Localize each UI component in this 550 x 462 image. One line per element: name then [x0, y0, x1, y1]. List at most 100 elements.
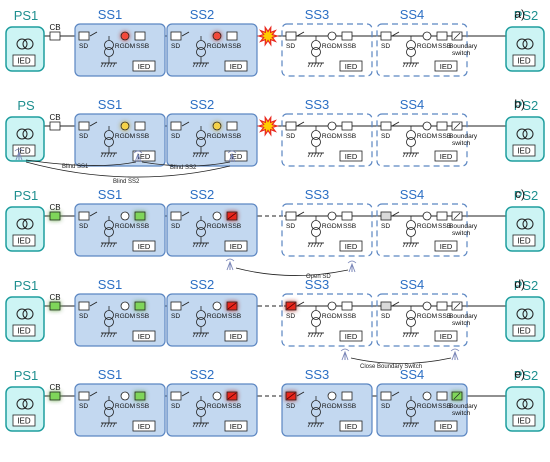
ground-icon — [100, 332, 104, 338]
ssb-label: SSB — [343, 403, 357, 410]
transformer-icon — [406, 227, 416, 237]
transformer-icon — [104, 310, 114, 320]
ground-icon — [414, 242, 418, 248]
ground-icon — [402, 332, 406, 338]
transformer-icon — [406, 40, 416, 50]
sd-label: SD — [381, 133, 390, 140]
ied-label: IED — [517, 57, 531, 66]
transformer-icon — [522, 38, 534, 50]
transformer-icon — [16, 38, 28, 50]
transformer-icon — [516, 218, 528, 230]
cb-label: CB — [49, 293, 60, 302]
transformer-icon — [406, 130, 416, 140]
rgdm-sensor-icon — [120, 301, 130, 311]
rgdm-label: RGDM — [417, 43, 437, 50]
substation-label: SS2 — [190, 277, 215, 292]
transformer-icon — [196, 137, 206, 147]
substation-box — [376, 23, 468, 77]
ground-icon — [408, 62, 412, 68]
fault-icon — [256, 115, 280, 137]
sd-switch — [170, 301, 182, 311]
ssb-label: SSB — [438, 223, 452, 230]
transformer-icon — [104, 220, 114, 230]
disconnector-icon — [89, 301, 98, 307]
rgdm-sensor-icon — [120, 121, 130, 131]
rgdm-label: RGDM — [322, 43, 342, 50]
ground-icon — [405, 62, 409, 68]
transformer-icon — [516, 128, 528, 140]
ssb-label: SSB — [136, 133, 150, 140]
rgdm-label: RGDM — [115, 43, 135, 50]
ssb-switch — [341, 391, 353, 401]
cb-label: CB — [49, 23, 60, 32]
ground-icon — [109, 242, 113, 248]
ground-icon — [411, 152, 415, 158]
ied-label: IED — [345, 332, 358, 341]
ps-label: PS1 — [14, 368, 39, 383]
ssb-label: SSB — [438, 133, 452, 140]
ied-box — [12, 324, 36, 337]
rgdm-label: RGDM — [417, 133, 437, 140]
boundary-label: switch — [452, 50, 471, 57]
ground-icon — [405, 242, 409, 248]
boundary-label: switch — [452, 410, 471, 417]
note-label: Blind SS1 — [62, 164, 89, 170]
transformer-icon — [522, 308, 534, 320]
ied-box — [132, 150, 156, 162]
ground-icon — [100, 152, 104, 158]
ground-icon — [195, 62, 199, 68]
ground-icon — [310, 422, 314, 428]
ied-label: IED — [17, 237, 31, 246]
ground-icon — [402, 242, 406, 248]
transformer-icon — [104, 227, 114, 237]
ground-icon — [112, 332, 116, 338]
ied-label: IED — [440, 332, 453, 341]
substation-label: SS2 — [190, 367, 215, 382]
ssb-label: SSB — [438, 403, 452, 410]
disconnector-icon — [89, 121, 98, 127]
transformer-icon — [406, 220, 416, 230]
ied-box — [224, 240, 248, 252]
disconnector-icon — [181, 301, 190, 307]
note-label: Close Boundary Switch — [360, 364, 422, 370]
disconnector-icon — [181, 391, 190, 397]
antenna-icon — [341, 350, 349, 361]
ied-box — [224, 420, 248, 432]
ground-icon — [195, 242, 199, 248]
transformer-icon — [16, 218, 28, 230]
rgdm-sensor-icon — [212, 31, 222, 41]
rgdm-sensor-icon — [327, 31, 337, 41]
ground-icon — [313, 332, 317, 338]
ssb-switch — [436, 391, 448, 401]
ground-icon — [109, 422, 113, 428]
rgdm-sensor-icon — [212, 391, 222, 401]
ground-icon — [106, 242, 110, 248]
transformer-icon — [196, 220, 206, 230]
boundary-switch-slash — [453, 32, 461, 40]
ssb-switch — [341, 121, 353, 131]
ps-label: PS1 — [14, 8, 39, 23]
transformer-icon — [311, 310, 321, 320]
antenna-icon — [226, 260, 234, 271]
rgdm-label: RGDM — [417, 223, 437, 230]
ground-icon — [310, 242, 314, 248]
rgdm-sensor-icon — [212, 301, 222, 311]
ied-label: IED — [138, 422, 151, 431]
transformer-icon — [22, 38, 34, 50]
note-label: Open SD — [306, 274, 331, 280]
rgdm-sensor-icon — [327, 121, 337, 131]
ssb-label: SSB — [343, 43, 357, 50]
sd-label: SD — [286, 223, 295, 230]
ied-box — [12, 414, 36, 427]
transformer-icon — [516, 308, 528, 320]
ground-icon — [192, 62, 196, 68]
ground-icon — [405, 422, 409, 428]
substation-label: SS3 — [305, 277, 330, 292]
substation-box — [376, 293, 468, 347]
antenna-icon — [227, 150, 237, 154]
ied-box — [12, 54, 36, 67]
disconnector-icon — [89, 211, 98, 217]
rgdm-sensor-icon — [422, 31, 432, 41]
